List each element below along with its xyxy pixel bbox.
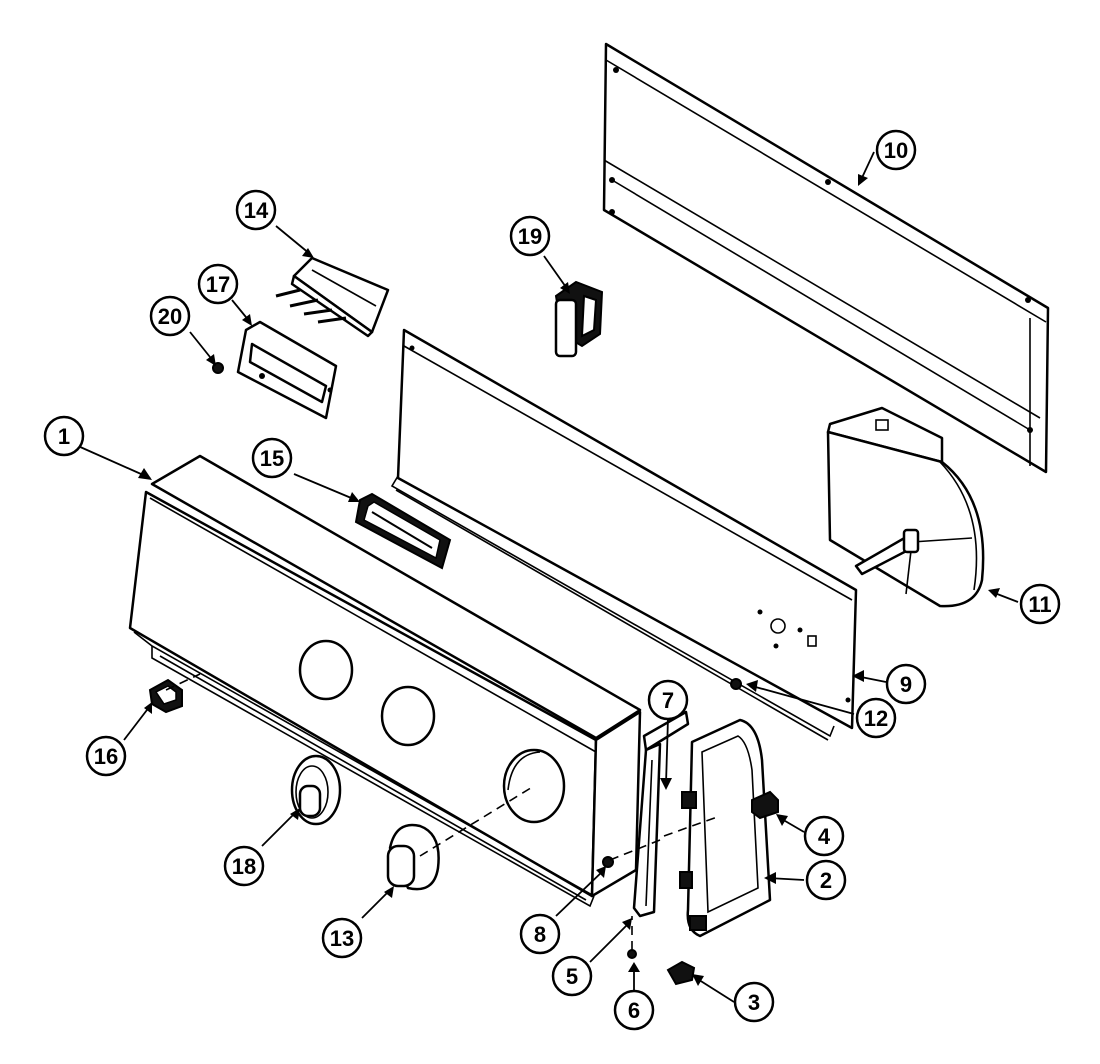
callout-19: 19: [509, 215, 551, 257]
part-13-knob: [386, 823, 440, 891]
callout-5: 5: [551, 955, 593, 997]
svg-text:13: 13: [330, 926, 354, 951]
assembly-line: [663, 815, 721, 837]
svg-text:15: 15: [260, 446, 284, 471]
part-16-small-knob: [148, 678, 183, 714]
part-9-panel-plate: [390, 328, 858, 741]
svg-text:6: 6: [628, 998, 640, 1023]
part-19-switch: [554, 280, 604, 358]
svg-text:19: 19: [518, 224, 542, 249]
svg-text:3: 3: [748, 990, 760, 1015]
part-7-trim-strip: [632, 710, 690, 918]
part-12-screw: [730, 678, 742, 690]
svg-text:18: 18: [232, 854, 256, 879]
part-15-window: [354, 492, 452, 570]
callout-1: 1: [43, 415, 85, 457]
svg-text:1: 1: [58, 424, 70, 449]
callout-11: 11: [1019, 583, 1061, 625]
part-1-front-console: [128, 454, 642, 908]
callout-17: 17: [197, 263, 239, 305]
part-18-knob: [290, 754, 342, 826]
part-3-clip: [666, 960, 696, 986]
svg-text:16: 16: [94, 744, 118, 769]
callout-2: 2: [805, 859, 847, 901]
callout-8: 8: [519, 913, 561, 955]
callout-3: 3: [733, 981, 775, 1023]
svg-text:2: 2: [820, 868, 832, 893]
callout-7: 7: [647, 679, 689, 721]
callout-15: 15: [251, 437, 293, 479]
part-14-connector: [275, 256, 390, 338]
svg-text:17: 17: [206, 272, 230, 297]
callout-12: 12: [855, 697, 897, 739]
callout-16: 16: [85, 735, 127, 777]
svg-text:5: 5: [566, 964, 578, 989]
callout-10: 10: [875, 129, 917, 171]
callout-13: 13: [321, 917, 363, 959]
callout-18: 18: [223, 845, 265, 887]
callout-9: 9: [885, 663, 927, 705]
part-6-screw: [627, 949, 637, 959]
svg-text:10: 10: [884, 138, 908, 163]
svg-text:14: 14: [244, 198, 269, 223]
part-8-screw: [602, 856, 614, 868]
part-2-end-cap: [679, 718, 772, 938]
callout-20: 20: [149, 295, 191, 337]
svg-text:8: 8: [534, 922, 546, 947]
callout-4: 4: [803, 815, 845, 857]
part-10-rear-panel: [602, 42, 1050, 474]
svg-text:4: 4: [818, 824, 831, 849]
svg-text:11: 11: [1028, 592, 1051, 617]
svg-text:7: 7: [662, 688, 674, 713]
svg-text:12: 12: [864, 706, 888, 731]
part-17-bracket: [236, 320, 338, 420]
leaders: [77, 151, 1019, 1003]
assembly-line: [609, 839, 661, 861]
callout-14: 14: [235, 189, 277, 231]
assembly-line: [165, 673, 201, 691]
svg-text:9: 9: [900, 672, 912, 697]
part-11-timer-housing: [826, 406, 985, 608]
svg-text:20: 20: [158, 304, 182, 329]
part-4-clip: [751, 790, 779, 820]
callout-6: 6: [613, 989, 655, 1031]
assembly-line: [419, 785, 535, 857]
